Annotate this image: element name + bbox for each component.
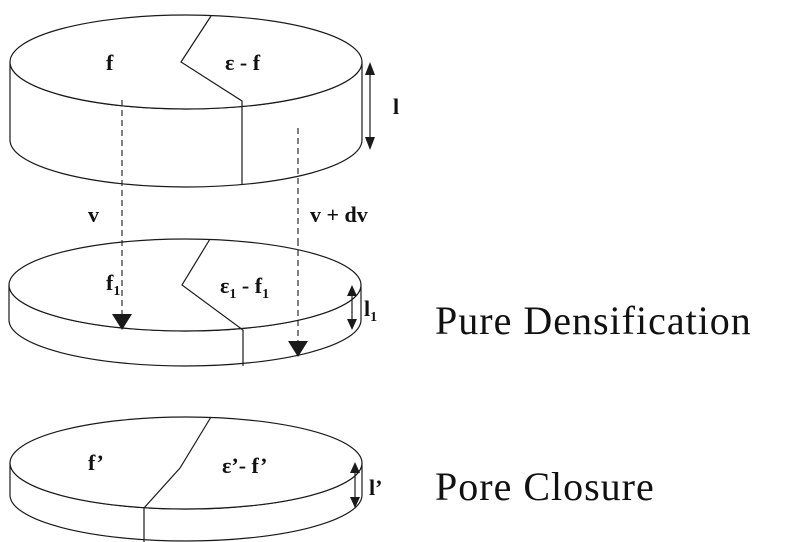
bottom-disk: f’ ε’- f’: [9, 416, 363, 542]
bottom-disk-eps-f-prime-label: ε’- f’: [222, 453, 267, 478]
bottom-disk-partition: [143, 416, 212, 542]
middle-thickness-arrow: [347, 285, 357, 330]
top-thickness-label: l: [393, 94, 399, 119]
bottom-thickness-arrow: [350, 462, 360, 508]
middle-disk-f1-label: f1: [106, 270, 120, 299]
top-disk-eps-f-label: ε - f: [225, 50, 261, 75]
middle-disk-eps1-f1-label: ε1 - f1: [220, 273, 269, 302]
top-disk-surface: [9, 14, 363, 110]
velocity-v-label: v: [88, 202, 99, 227]
right-flow-arrowhead: [288, 341, 308, 357]
pure-densification-caption: Pure Densification: [435, 298, 752, 343]
middle-disk-surface: [8, 238, 362, 332]
middle-disk: f1 ε1 - f1: [8, 238, 362, 367]
top-disk: f ε - f: [9, 14, 363, 188]
bottom-disk-f-prime-label: f’: [88, 450, 104, 475]
top-thickness-arrow: [365, 62, 375, 150]
bottom-disk-surface: [9, 416, 363, 510]
bottom-thickness-label: l’: [369, 475, 382, 500]
velocity-v-dv-label: v + dv: [310, 202, 368, 227]
middle-thickness-label: l1: [364, 296, 377, 325]
middle-disk-partition: [181, 238, 244, 366]
top-disk-f-label: f: [106, 50, 114, 75]
pore-closure-caption: Pore Closure: [435, 464, 655, 509]
top-disk-partition: [180, 15, 243, 184]
left-flow-arrowhead: [112, 314, 132, 330]
